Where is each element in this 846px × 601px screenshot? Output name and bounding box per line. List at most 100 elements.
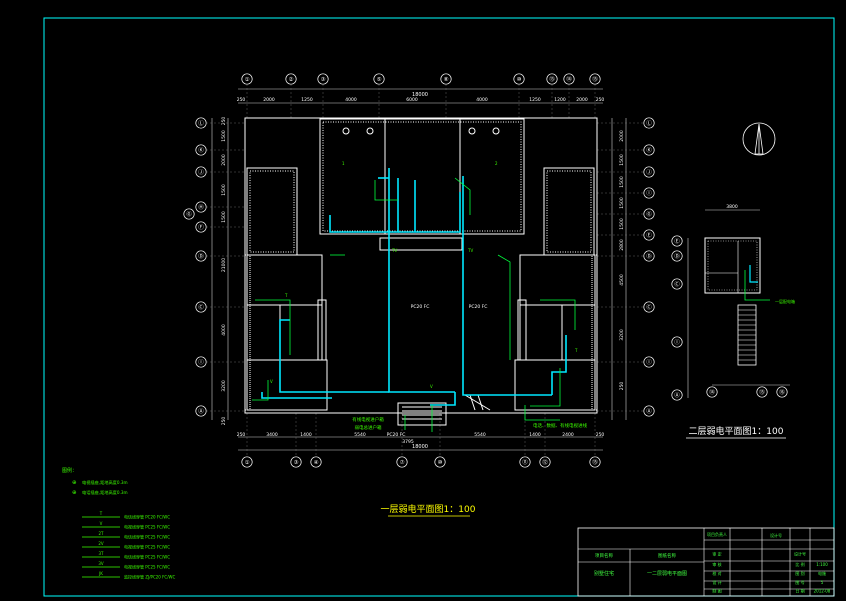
top-dim-3: 4000 [345, 97, 357, 103]
right-axis-9: Ⓐ [643, 405, 655, 417]
top-axis-1-label: ② [289, 76, 294, 83]
left-axis-2-label: Ⓙ [198, 168, 204, 176]
top-total-dimension: 18000 [412, 92, 428, 98]
legend-line-code-1: V [100, 521, 103, 526]
plan2-axis-1-label: Ⓓ [674, 252, 680, 260]
staircase-steps [738, 309, 756, 361]
right-axis-0: Ⓛ [643, 117, 655, 129]
conduit-label-1: PC20 FC [411, 304, 430, 310]
plan2-axis-0-label: Ⓔ [674, 237, 680, 245]
note-incoming: 电话、数据、有线电视进线 [533, 422, 587, 429]
left-side-axis-0-label: Ⓖ [186, 210, 192, 218]
north-arrow [742, 122, 776, 156]
left-axis-5-label: Ⓓ [198, 252, 204, 260]
legend-line-text-6: 监控线穿管 ZJ/PC20 FC/WC [124, 574, 176, 580]
legend-line-code-5: 3V [98, 561, 104, 566]
bottom-axis-3: ⑦ [396, 456, 408, 468]
top-dim-4: 6000 [406, 97, 418, 103]
bottom-axis-1: ③ [290, 456, 302, 468]
left-dim-7: 3200 [221, 380, 227, 392]
plan2-axis-3-label: Ⓘ [674, 338, 680, 346]
legend-line-code-3: 2V [98, 541, 104, 546]
right-axis-6-label: Ⓓ [646, 252, 652, 260]
bottom-dim-2: 1400 [300, 432, 312, 438]
left-axis-6-label: Ⓒ [198, 303, 204, 311]
tb-role-2: 校 对 [712, 570, 721, 576]
top-axis-3-label: ⑤ [377, 77, 382, 83]
top-dim-2: 1250 [301, 97, 313, 103]
right-axis-8: Ⓘ [643, 356, 655, 368]
plan2-bottom-axis-2-label: ⑯ [779, 388, 785, 396]
code-label-5: V [270, 379, 273, 384]
right-dim-6: 4500 [619, 274, 625, 286]
right-axis-4: Ⓖ [643, 208, 655, 220]
walls [244, 117, 598, 426]
left-axis-3-label: Ⓗ [198, 203, 204, 211]
legend-symbols: ⊕电视插座,距地高度0.3m⊕电话插座,距地高度0.3m [72, 479, 128, 496]
right-dim-2: 1500 [619, 176, 625, 188]
right-axis-3: Ⓘ [643, 187, 655, 199]
left-dim-1: 1500 [221, 130, 227, 142]
top-axis-0-label: ① [245, 77, 250, 83]
top-dim-6: 1250 [529, 97, 541, 103]
left-axis-3: Ⓗ [195, 201, 207, 213]
top-axis-1: ② [285, 73, 297, 85]
right-axis-5: Ⓔ [643, 229, 655, 241]
right-axis-9-label: Ⓐ [646, 407, 652, 415]
plan2-axis-4: Ⓐ [671, 389, 683, 401]
plan1-title: 一层弱电平面图1：100 [381, 503, 476, 515]
plan2-axis-2: Ⓒ [671, 278, 683, 290]
code-label-3: TV [467, 248, 473, 253]
bottom-axis-4: ⑩ [434, 456, 446, 468]
axis-grid-lines [206, 84, 644, 457]
top-dim-1: 2000 [263, 97, 275, 103]
right-axis-0-label: Ⓛ [646, 119, 652, 127]
conduits-cyan [261, 168, 567, 406]
left-dim-6: 4000 [221, 324, 227, 336]
left-axis-4: Ⓕ [195, 221, 207, 233]
note-tv-box: 有线电视进户箱 [352, 416, 384, 423]
top-axis-8-label: ⑮ [592, 75, 598, 83]
bottom-axis-2: ④ [310, 456, 322, 468]
bottom-axis-5-label: ⑪ [522, 458, 528, 466]
tb-project-name-label: 项目负责人 [707, 531, 727, 537]
right-axis-1: Ⓚ [643, 144, 655, 156]
bottom-axis-0-label: ① [245, 460, 250, 466]
bottom-axis-1-label: ③ [294, 460, 299, 466]
tb-right-label-0: 设计号 [794, 551, 806, 557]
legend-header: 图例： [62, 467, 77, 474]
tb-role-4: 制 图 [712, 588, 721, 594]
code-label-7: T [574, 348, 578, 353]
tb-right-label-3: 图 号 [795, 579, 804, 585]
tb-right-value-3: 5 [821, 580, 824, 585]
code-label-6: V [430, 384, 433, 389]
legend-text-1: 电话插座,距地高度0.3m [82, 489, 128, 496]
left-dim-2: 2000 [221, 154, 227, 166]
left-axis-8-label: Ⓐ [198, 407, 204, 415]
bottom-axis-0: ① [241, 456, 253, 468]
code-label-0: 1 [342, 161, 345, 166]
code-label-4: T [284, 293, 288, 298]
top-axis-2: ③ [317, 73, 329, 85]
bottom-dim-6: 2400 [562, 432, 574, 438]
top-dim-0: 250 [237, 97, 246, 103]
tb-drawing-value: 一二层弱电平面图 [647, 570, 687, 577]
left-axis-7-label: Ⓘ [198, 358, 204, 366]
plan2-axis-2-label: Ⓒ [674, 280, 680, 288]
plan2-bottom-axis-0-label: ⑭ [709, 388, 715, 396]
bottom-total-dimension: 18000 [412, 444, 428, 450]
tb-project-label: 项目名称 [595, 552, 613, 559]
top-axis-5-label: ⑩ [517, 76, 522, 83]
legend-line-code-4: 3T [99, 551, 105, 556]
right-axis-2: Ⓙ [643, 166, 655, 178]
bottom-axis-4-label: ⑩ [438, 459, 443, 466]
